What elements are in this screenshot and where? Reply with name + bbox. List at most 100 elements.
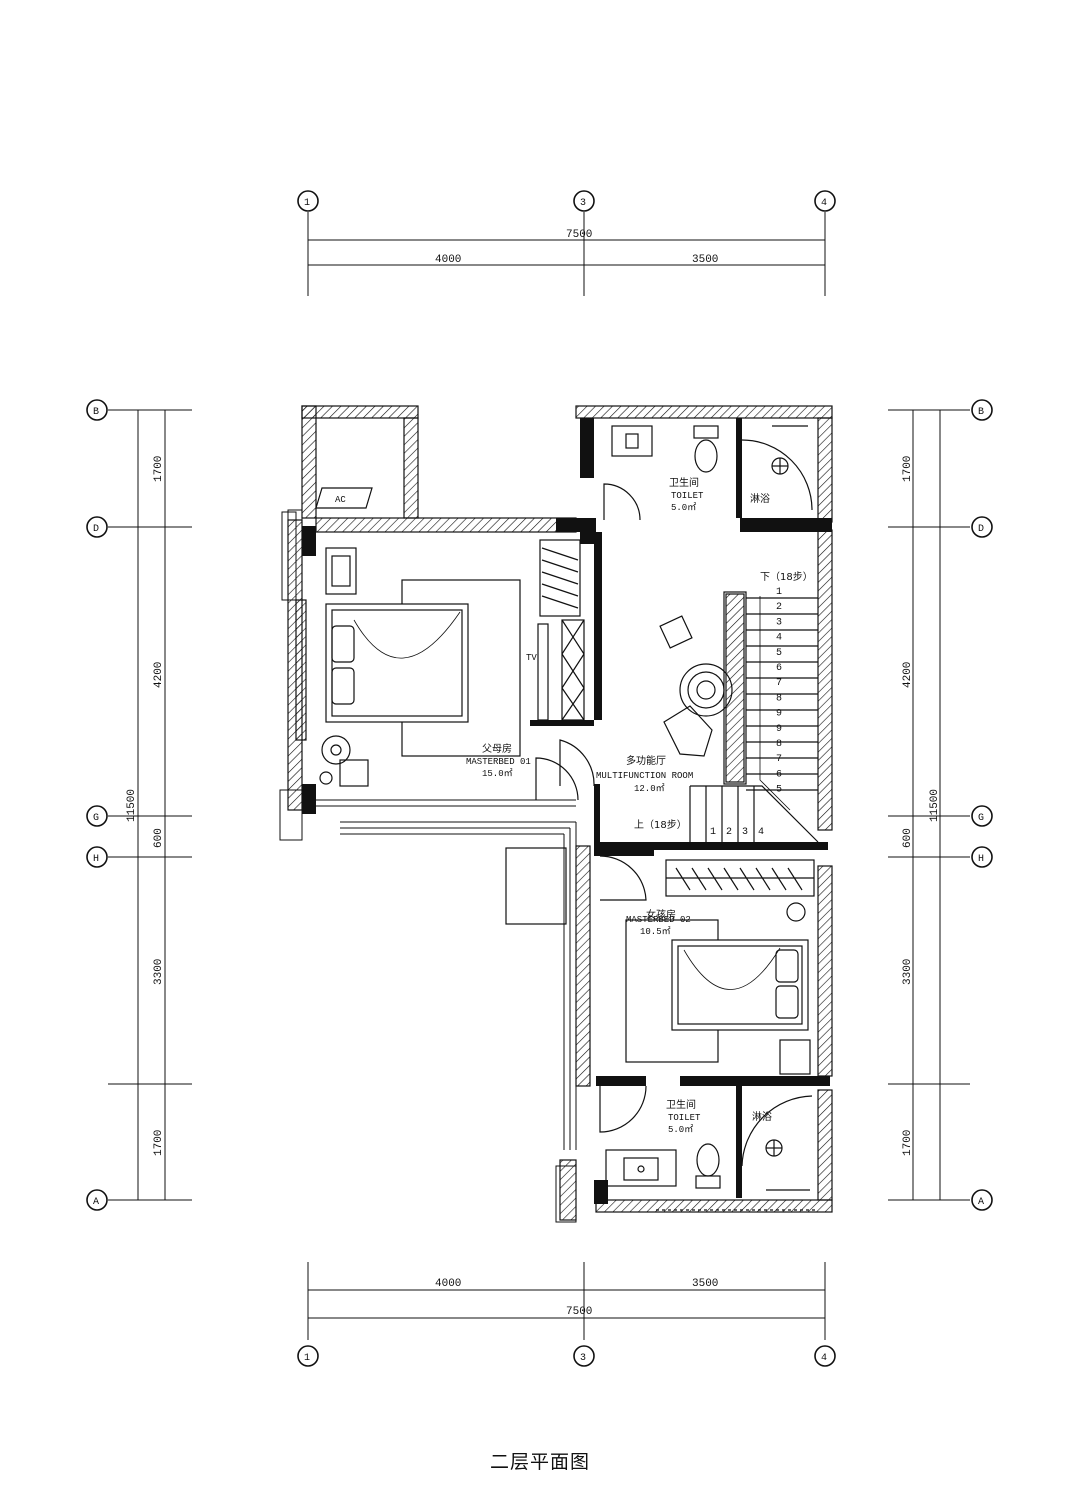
axis-bubble-icon <box>814 190 836 212</box>
bottom-axis-4: 4 <box>821 1353 827 1364</box>
ac-label: AC <box>335 495 346 505</box>
toilet-top-en: TOILET <box>671 491 704 501</box>
stair-step-number: 7 <box>776 754 782 765</box>
stair-step-number: 3 <box>742 827 748 838</box>
multifunction-en: MULTIFUNCTION ROOM <box>596 771 693 781</box>
top-axis-1: 1 <box>304 198 310 209</box>
left-axis-B: B <box>93 407 99 418</box>
pillow-icon <box>775 949 799 983</box>
axis-bubble-icon <box>86 1189 108 1211</box>
bottom-seg-1: 4000 <box>435 1278 461 1290</box>
axis-bubble-icon <box>573 190 595 212</box>
toilet-top-cn: 卫生间 <box>669 476 699 489</box>
top-axis-3: 3 <box>580 198 586 209</box>
left-dimensions <box>108 409 192 1201</box>
stair-up-label: 上（18步） <box>634 819 687 831</box>
interior-walls <box>302 418 832 1204</box>
right-seg-1: 1700 <box>902 456 914 482</box>
toilet-top-area: 5.0㎡ <box>671 502 696 513</box>
multifunction-area: 12.0㎡ <box>634 783 665 794</box>
toilet-bottom <box>605 1095 816 1211</box>
door-swing-icon <box>599 1085 647 1133</box>
master-02-cn: 女孩房 <box>646 908 676 921</box>
bottom-dimensions <box>307 1262 826 1340</box>
top-axis-4: 4 <box>821 198 827 209</box>
master-01-cn: 父母房 <box>482 742 512 755</box>
master-01-en: MASTERBED 01 <box>466 757 531 767</box>
master-01-area: 15.0㎡ <box>482 768 513 779</box>
axis-bubble-icon <box>86 516 108 538</box>
right-dimensions <box>888 409 970 1201</box>
left-axis-D: D <box>93 524 99 535</box>
stair-arrow-icon <box>759 596 791 811</box>
right-seg-3: 600 <box>902 828 914 848</box>
stair-down-label: 下（18步） <box>760 571 813 583</box>
pillow-icon <box>775 985 799 1019</box>
left-seg-1: 1700 <box>153 456 165 482</box>
bottom-seg-2: 3500 <box>692 1278 718 1290</box>
bottom-axis-bubbles <box>297 1345 836 1367</box>
stair-step-number: 6 <box>776 663 782 674</box>
toilet-bowl-icon <box>693 425 719 439</box>
axis-bubble-icon <box>297 190 319 212</box>
shower-bottom-cn: 淋浴 <box>752 1110 772 1123</box>
door-swing-icon <box>603 483 641 521</box>
shower-top-cn: 淋浴 <box>750 492 770 505</box>
round-table-icon <box>321 735 351 765</box>
top-seg-1: 4000 <box>435 254 461 266</box>
bed-icon <box>325 603 469 723</box>
stair-step-number: 6 <box>776 769 782 780</box>
axis-bubble-icon <box>971 516 993 538</box>
axis-bubble-icon <box>971 846 993 868</box>
axis-bubble-icon <box>297 1345 319 1367</box>
stair-step-number: 5 <box>776 648 782 659</box>
master-bedroom-02 <box>505 847 815 1133</box>
right-axis-bubbles <box>971 399 993 1211</box>
tv-cabinet-icon <box>537 623 549 721</box>
left-axis-H: H <box>93 854 99 865</box>
shower-door-swing-icon <box>741 439 813 511</box>
stair-step-number: 2 <box>776 602 782 613</box>
right-seg-4: 3300 <box>902 959 914 985</box>
right-seg-5: 1700 <box>902 1130 914 1156</box>
axis-bubble-icon <box>86 805 108 827</box>
washbasin-icon <box>605 1149 677 1187</box>
toilet-bottom-cn: 卫生间 <box>666 1098 696 1111</box>
pillow-icon <box>331 667 355 705</box>
toilet-bowl-icon <box>696 1143 720 1177</box>
axis-bubble-icon <box>971 399 993 421</box>
master-bedroom-01 <box>319 539 585 801</box>
stair-step-number: 3 <box>776 617 782 628</box>
toilet-bottom-area: 5.0㎡ <box>668 1124 693 1135</box>
desk-icon <box>339 759 369 787</box>
washbasin-icon <box>611 425 653 457</box>
tv-label: TV <box>526 653 537 663</box>
stair-step-number: 4 <box>776 633 782 644</box>
rug-icon <box>505 847 567 925</box>
bottom-axis-1: 1 <box>304 1353 310 1364</box>
door-swing-icon <box>535 757 579 801</box>
balcony-rails <box>279 509 577 1223</box>
left-total-dim: 11500 <box>126 789 138 822</box>
axis-bubble-icon <box>573 1345 595 1367</box>
right-axis-G: G <box>978 813 984 824</box>
stair-step-number: 9 <box>776 709 782 720</box>
stair-step-number: 8 <box>776 739 782 750</box>
pillow-icon <box>331 625 355 663</box>
master-02-en: MASTERBED 02 <box>626 915 691 925</box>
top-dimensions <box>307 212 826 296</box>
top-total-dim: 7500 <box>566 229 592 241</box>
nightstand-icon <box>325 547 357 595</box>
wardrobe-icon <box>539 539 581 617</box>
left-axis-G: G <box>93 813 99 824</box>
axis-bubble-icon <box>971 1189 993 1211</box>
armchair-icon <box>659 615 693 649</box>
left-seg-3: 600 <box>153 828 165 848</box>
stair-step-number: 8 <box>776 693 782 704</box>
master-02-area: 10.5㎡ <box>640 926 671 937</box>
axis-bubble-icon <box>814 1345 836 1367</box>
ac-unit-icon <box>315 487 373 509</box>
axis-bubble-icon <box>971 805 993 827</box>
